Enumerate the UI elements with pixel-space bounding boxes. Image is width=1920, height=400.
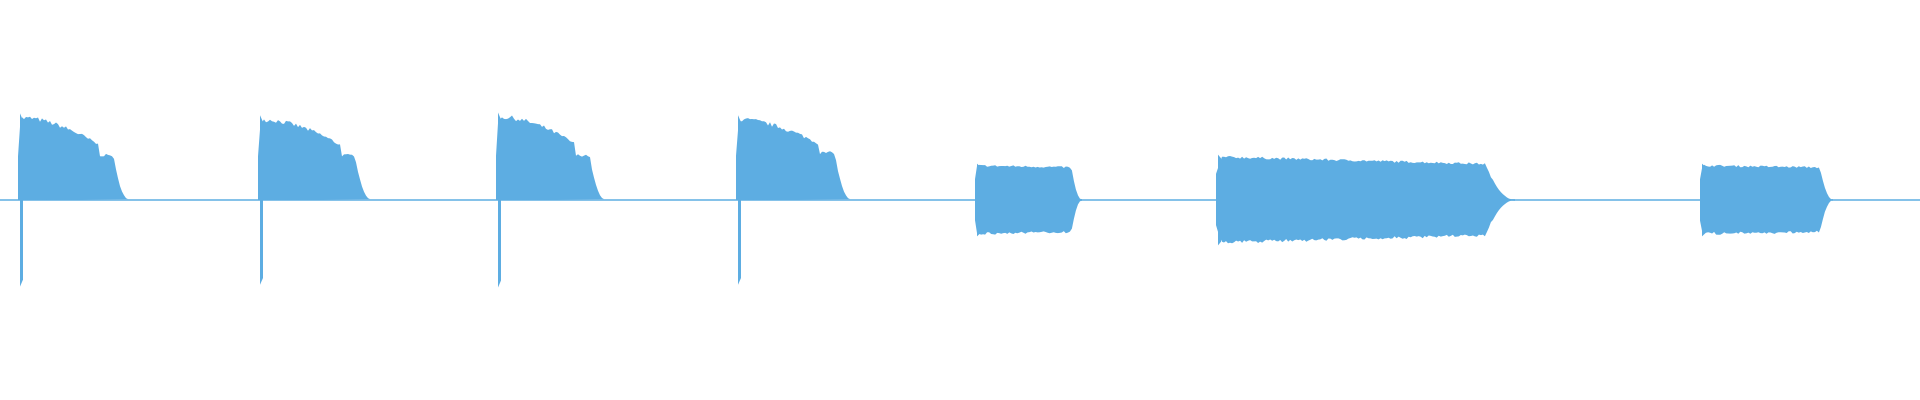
audio-clip-waveform bbox=[258, 119, 370, 200]
audio-clip-waveform bbox=[975, 164, 1082, 235]
audio-clip-transient bbox=[738, 115, 741, 285]
audio-clip-transient bbox=[498, 112, 501, 288]
audio-clip-waveform bbox=[1216, 156, 1515, 244]
audio-clip[interactable] bbox=[496, 112, 604, 288]
audio-clip-waveform bbox=[496, 115, 604, 200]
audio-clip-transient bbox=[260, 115, 263, 285]
audio-clip-transient bbox=[1702, 163, 1705, 237]
audio-clip-waveform bbox=[736, 118, 850, 200]
audio-clip[interactable] bbox=[736, 115, 850, 285]
audio-clip-transient bbox=[20, 113, 23, 287]
audio-clips-layer bbox=[18, 112, 1833, 288]
audio-clip-waveform bbox=[1700, 164, 1833, 235]
audio-clip-waveform bbox=[18, 116, 128, 200]
audio-clip-transient bbox=[1218, 154, 1221, 246]
audio-clip-transient bbox=[977, 163, 980, 237]
audio-clip[interactable] bbox=[18, 113, 128, 287]
audio-clip[interactable] bbox=[258, 115, 370, 285]
audio-clip[interactable] bbox=[1216, 154, 1515, 246]
audio-clip[interactable] bbox=[1700, 163, 1833, 237]
audio-clip[interactable] bbox=[975, 163, 1082, 237]
